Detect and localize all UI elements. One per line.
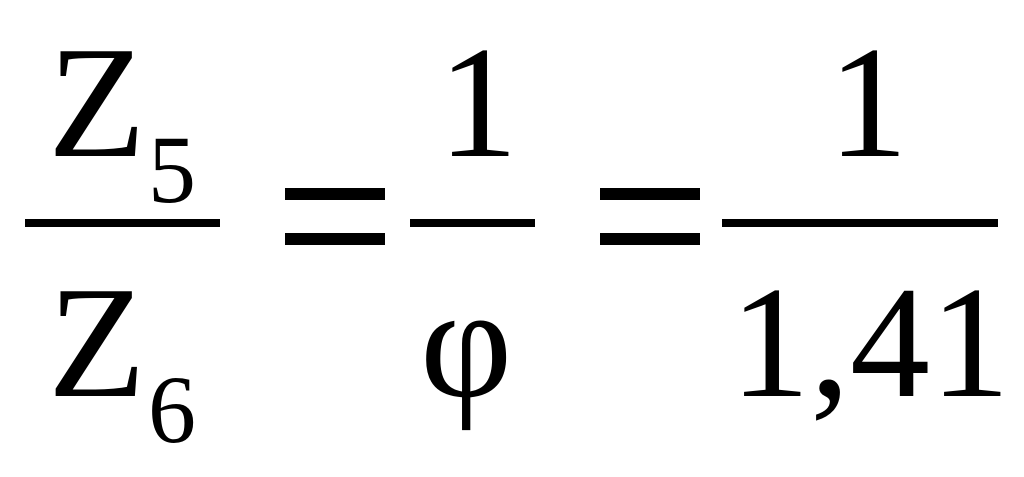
fraction-bar bbox=[25, 219, 220, 227]
denominator-value: 1,41 bbox=[730, 253, 1010, 431]
numerator-value: 1 bbox=[438, 13, 518, 191]
equals-bar-bottom bbox=[600, 233, 700, 245]
equals-bar-top bbox=[600, 188, 700, 200]
fraction-bar bbox=[410, 219, 535, 227]
equals-bar-top bbox=[285, 188, 385, 200]
fraction-bar bbox=[722, 219, 998, 227]
numerator-subscript: 5 bbox=[148, 116, 196, 223]
equals-bar-bottom bbox=[285, 233, 385, 245]
denominator-phi: φ bbox=[420, 253, 513, 431]
denominator-subscript: 6 bbox=[148, 356, 196, 463]
numerator-variable: Z bbox=[48, 13, 146, 191]
denominator-variable: Z bbox=[48, 253, 146, 431]
numerator-value: 1 bbox=[828, 13, 908, 191]
